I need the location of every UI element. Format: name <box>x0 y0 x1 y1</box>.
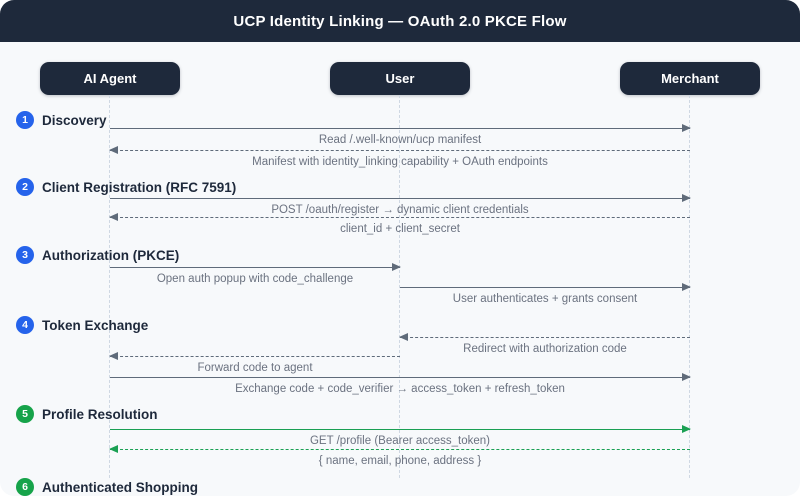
message-line <box>109 212 690 221</box>
arrowhead-right-icon <box>682 282 691 291</box>
step-label: Discovery <box>42 112 107 128</box>
actor-label: Merchant <box>661 71 719 86</box>
arrowhead-right-icon <box>682 424 691 433</box>
step-number-badge: 6 <box>16 478 34 496</box>
msg-client-credentials: client_id + client_secret <box>109 212 690 235</box>
message-label: User authenticates + grants consent <box>452 293 638 305</box>
step-profile-resolution: 5 Profile Resolution <box>16 405 158 423</box>
lifeline-user <box>399 95 400 478</box>
step-label: Client Registration (RFC 7591) <box>42 179 237 195</box>
arrowhead-right-icon <box>682 193 691 202</box>
message-label: Open auth popup with code_challenge <box>156 273 354 285</box>
message-line <box>109 351 400 360</box>
message-label: Forward code to agent <box>197 362 313 374</box>
step-label: Authenticated Shopping <box>42 479 198 495</box>
msg-profile-response: { name, email, phone, address } <box>109 444 690 467</box>
message-label: Exchange code + code_verifier → access_t… <box>235 383 565 395</box>
arrowhead-right-icon <box>682 372 691 381</box>
actor-box-merchant: Merchant <box>620 62 760 95</box>
message-line <box>109 444 690 453</box>
lifeline-ai-agent <box>109 95 110 478</box>
actor-box-ai-agent: AI Agent <box>40 62 180 95</box>
msg-forward-code: Forward code to agent <box>109 351 400 374</box>
arrowhead-left-icon <box>109 444 118 453</box>
step-authorization: 3 Authorization (PKCE) <box>16 246 179 264</box>
msg-redirect-auth-code: Redirect with authorization code <box>399 332 690 355</box>
msg-user-consent: User authenticates + grants consent <box>400 282 691 305</box>
step-number-badge: 3 <box>16 246 34 264</box>
message-line <box>110 424 691 433</box>
step-label: Token Exchange <box>42 317 149 333</box>
message-label: { name, email, phone, address } <box>318 455 482 467</box>
step-number-badge: 1 <box>16 111 34 129</box>
msg-open-auth-popup: Open auth popup with code_challenge <box>110 262 401 285</box>
step-number-badge: 2 <box>16 178 34 196</box>
message-label: Manifest with identity_linking capabilit… <box>252 156 548 168</box>
message-line <box>399 332 690 341</box>
message-line <box>400 282 691 291</box>
step-token-exchange: 4 Token Exchange <box>16 316 148 334</box>
actor-box-user: User <box>330 62 470 95</box>
arrowhead-left-icon <box>109 145 118 154</box>
step-number-badge: 4 <box>16 316 34 334</box>
step-discovery: 1 Discovery <box>16 111 107 129</box>
message-line <box>110 123 691 132</box>
msg-register-request: POST /oauth/register → dynamic client cr… <box>110 193 691 216</box>
msg-manifest-response: Manifest with identity_linking capabilit… <box>109 145 690 168</box>
message-label: GET /profile (Bearer access_token) <box>309 435 491 447</box>
arrowhead-right-icon <box>682 123 691 132</box>
msg-get-profile: GET /profile (Bearer access_token) <box>110 424 691 447</box>
message-label: POST /oauth/register → dynamic client cr… <box>271 204 529 216</box>
message-label: Redirect with authorization code <box>463 343 627 355</box>
diagram-title: UCP Identity Linking — OAuth 2.0 PKCE Fl… <box>233 12 567 30</box>
step-authenticated-shopping: 6 Authenticated Shopping <box>16 478 198 496</box>
message-label: Read /.well-known/ucp manifest <box>318 134 482 146</box>
message-line <box>110 262 401 271</box>
step-number-badge: 5 <box>16 405 34 423</box>
arrowhead-left-icon <box>399 332 408 341</box>
step-label: Profile Resolution <box>42 406 158 422</box>
diagram-header: UCP Identity Linking — OAuth 2.0 PKCE Fl… <box>0 0 800 42</box>
arrowhead-left-icon <box>109 212 118 221</box>
msg-token-exchange: Exchange code + code_verifier → access_t… <box>110 372 691 395</box>
message-label: client_id + client_secret <box>340 223 460 235</box>
arrowhead-left-icon <box>109 351 118 360</box>
step-label: Authorization (PKCE) <box>42 247 180 263</box>
step-client-registration: 2 Client Registration (RFC 7591) <box>16 178 236 196</box>
actor-label: User <box>385 71 415 86</box>
message-line <box>109 145 690 154</box>
actor-label: AI Agent <box>83 71 137 86</box>
message-line <box>110 372 691 381</box>
arrowhead-right-icon <box>392 262 401 271</box>
msg-read-manifest: Read /.well-known/ucp manifest <box>110 123 691 146</box>
message-line <box>110 193 691 202</box>
